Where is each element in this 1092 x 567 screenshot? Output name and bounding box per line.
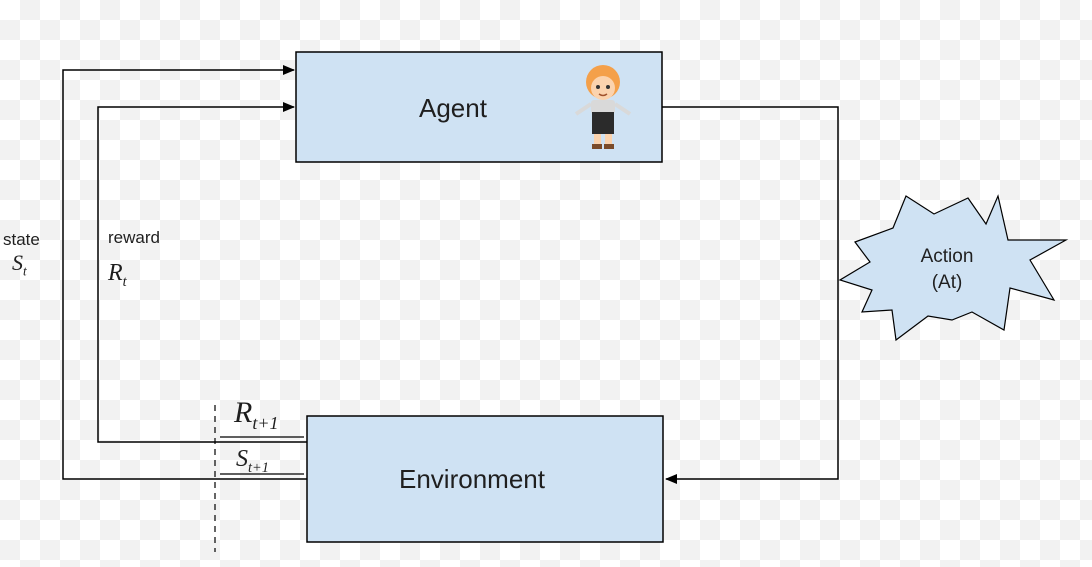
next-reward-letter: R: [234, 396, 253, 429]
environment-box[interactable]: [306, 415, 664, 543]
state-symbol-subscript: t: [23, 263, 27, 279]
next-reward-subscript: t+1: [252, 413, 279, 433]
next-state-subscript: t+1: [248, 459, 269, 476]
state-symbol: St: [12, 250, 27, 279]
agent-label: Agent: [419, 93, 487, 123]
cartoon-boy-icon: [574, 65, 632, 149]
next-state-symbol: St+1: [236, 446, 269, 477]
next-state-letter: S: [236, 446, 248, 472]
reward-symbol-subscript: t: [122, 273, 127, 290]
action-label: Action (At): [906, 244, 988, 296]
action-arrow: [662, 106, 839, 484]
state-label: state: [3, 230, 40, 249]
state-arrow: [62, 65, 307, 480]
environment-label: Environment: [399, 464, 545, 494]
reward-symbol-letter: R: [108, 260, 123, 286]
action-burst[interactable]: [838, 194, 1069, 342]
reward-symbol: Rt: [108, 260, 127, 291]
action-line2: (At): [931, 272, 963, 293]
reward-label: reward: [108, 228, 160, 247]
action-line1: Action: [920, 246, 974, 267]
next-reward-symbol: Rt+1: [234, 396, 278, 434]
reward-arrow: [97, 102, 307, 443]
state-symbol-letter: S: [12, 250, 23, 275]
